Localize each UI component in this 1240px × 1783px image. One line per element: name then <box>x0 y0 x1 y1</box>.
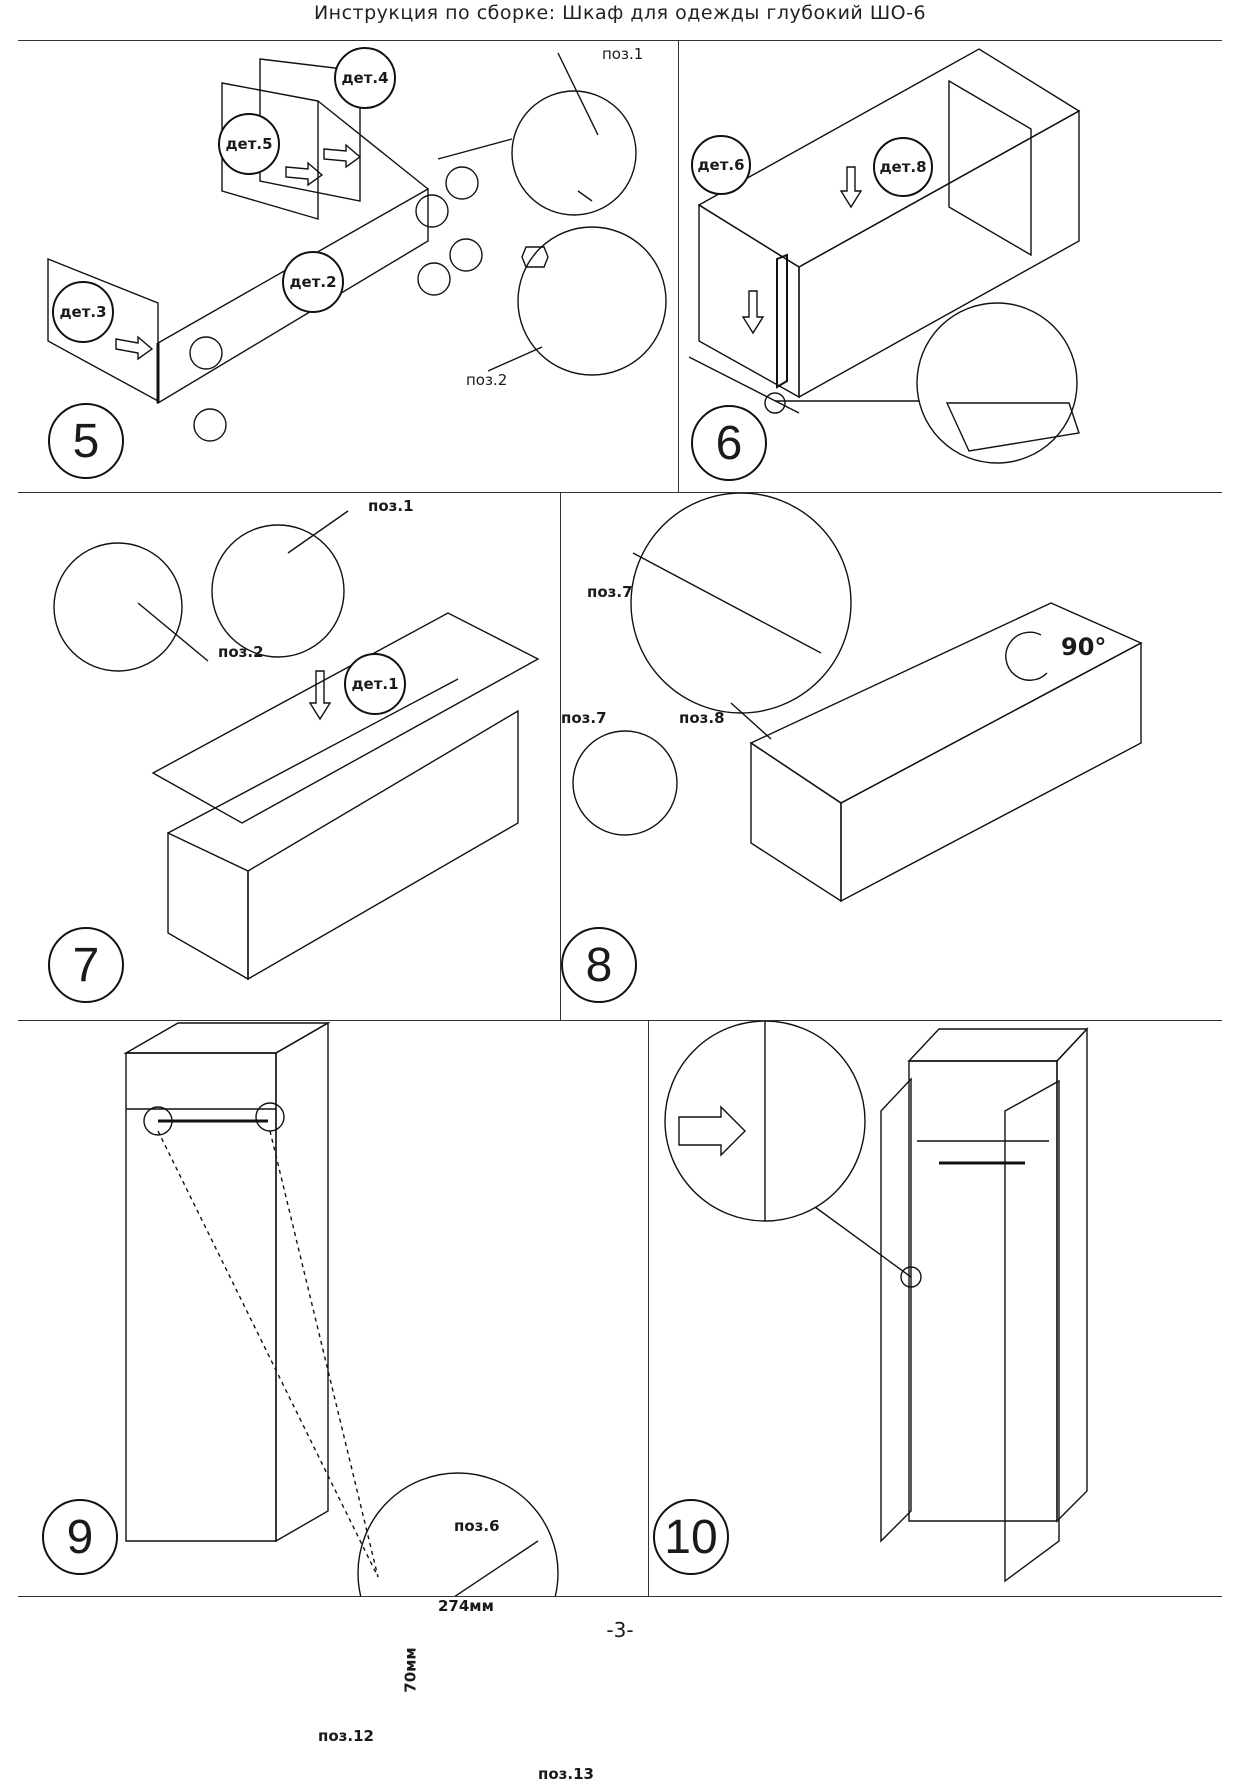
label-det3: дет.3 <box>52 281 114 343</box>
divider-bottom <box>18 1596 1222 1597</box>
label-angle: 90° <box>1061 633 1107 661</box>
divider-row2 <box>18 1020 1222 1021</box>
label-det5: дет.5 <box>218 113 280 175</box>
step-8-illustration <box>572 493 1143 903</box>
divider-row1-mid <box>678 40 679 492</box>
step-number-8: 8 <box>561 927 637 1003</box>
step-9-panel: поз.6 274мм 70мм поз.12 поз.13 9 <box>18 1021 648 1783</box>
label-dim-70: 70мм <box>401 1647 420 1693</box>
step-6-panel: дет.6 дет.8 6 <box>679 41 1222 492</box>
divider-row1 <box>18 492 1222 493</box>
label-poz7-top: поз.7 <box>587 583 633 601</box>
label-poz1: поз.1 <box>368 497 414 515</box>
label-dim-274: 274мм <box>438 1597 494 1615</box>
page-number: -3- <box>606 1618 634 1642</box>
step-number-7: 7 <box>48 927 124 1003</box>
step-number-10: 10 <box>653 1499 729 1575</box>
step-6-illustration <box>688 48 1081 464</box>
step-10-illustration <box>664 1021 1089 1583</box>
label-poz8: поз.8 <box>679 709 725 727</box>
label-det1: дет.1 <box>344 653 406 715</box>
divider-row3-mid <box>648 1020 649 1596</box>
label-poz2: поз.2 <box>218 643 264 661</box>
step-number-6: 6 <box>691 405 767 481</box>
label-poz7: поз.7 <box>561 709 607 727</box>
page-title: Инструкция по сборке: Шкаф для одежды гл… <box>313 2 927 24</box>
label-poz13: поз.13 <box>538 1765 594 1783</box>
divider-row2-mid <box>560 492 561 1020</box>
label-det6: дет.6 <box>691 135 751 195</box>
label-det4: дет.4 <box>334 47 396 109</box>
label-poz12: поз.12 <box>318 1727 374 1745</box>
step-8-panel: поз.7 поз.7 поз.8 90° 8 <box>561 493 1222 1020</box>
step-number-9: 9 <box>42 1499 118 1575</box>
step-number-5: 5 <box>48 403 124 479</box>
step-10-panel: 10 <box>649 1021 1222 1596</box>
label-poz1: поз.1 <box>602 45 644 63</box>
label-det2: дет.2 <box>282 251 344 313</box>
step-5-panel: дет.4 дет.5 дет.3 дет.2 поз.1 поз.2 5 <box>18 41 678 492</box>
step-7-panel: поз.1 поз.2 дет.1 7 <box>18 493 560 1020</box>
label-poz2: поз.2 <box>466 371 508 389</box>
step-5-illustration <box>47 52 667 442</box>
divider-top <box>18 40 1222 41</box>
label-det8: дет.8 <box>873 137 933 197</box>
step-9-illustration <box>123 1021 559 1596</box>
label-poz6: поз.6 <box>454 1517 500 1535</box>
